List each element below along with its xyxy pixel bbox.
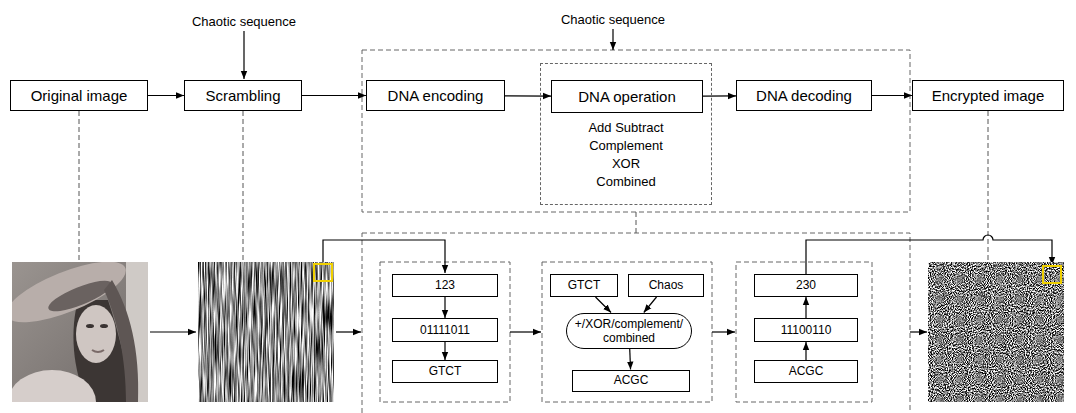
photo-mouth	[92, 350, 104, 352]
process-box: 123	[392, 274, 498, 297]
photo-eye	[86, 324, 94, 328]
operation-group: Add Subtract Complement XOR Combined DNA …	[540, 63, 712, 205]
flow-arrow	[712, 331, 735, 332]
flow-connector	[703, 95, 736, 96]
flow-connector	[644, 297, 657, 313]
flow-connector	[872, 95, 912, 96]
box-label: 123	[435, 278, 455, 292]
box-label: 01111011	[420, 323, 470, 337]
box-label: DNA operation	[578, 88, 676, 106]
operation-list: Add Subtract Complement XOR Combined	[584, 119, 668, 191]
process-box: Encrypted image	[912, 80, 1064, 111]
flow-arrow	[150, 331, 196, 332]
process-box: Scrambling	[184, 80, 302, 111]
process-box: 230	[754, 274, 858, 297]
box-label: GTCT	[568, 278, 601, 292]
flow-connector	[805, 342, 806, 360]
flow-connector	[444, 297, 445, 318]
flow-connector	[805, 297, 806, 318]
input-arrow	[243, 31, 244, 79]
correspondence-line	[636, 212, 637, 233]
input-arrow	[612, 29, 613, 50]
operation-pill: +/XOR/complement/ combined	[566, 313, 692, 349]
flow-arrow	[910, 331, 927, 332]
flow-connector	[444, 342, 445, 360]
box-label: DNA decoding	[756, 87, 852, 105]
encrypted-noise-image	[928, 262, 1064, 402]
flow-arrow	[336, 331, 361, 332]
box-label: Chaos	[649, 278, 684, 292]
box-label: GTCT	[429, 364, 462, 378]
photo-shoulder	[12, 370, 96, 402]
process-box: Original image	[10, 80, 148, 111]
group-frame	[362, 233, 910, 413]
box-label: Encrypted image	[932, 87, 1045, 105]
flow-connector	[629, 349, 631, 370]
box-label: 230	[796, 278, 816, 292]
process-box: 01111011	[392, 318, 498, 342]
process-box: DNA encoding	[366, 80, 505, 111]
photo-eye	[100, 324, 108, 328]
pixel-highlight	[314, 264, 332, 281]
group-frame	[362, 50, 910, 212]
pixel-highlight	[1043, 266, 1061, 283]
box-label: DNA encoding	[388, 87, 484, 105]
process-box: DNA decoding	[736, 80, 872, 111]
photo-feather	[104, 280, 138, 402]
process-box: ACGC	[754, 360, 858, 383]
input-label: Chaotic sequence	[561, 12, 665, 27]
box-label: ACGC	[789, 364, 824, 378]
process-box: GTCT	[550, 274, 618, 297]
process-box: DNA operation	[551, 80, 703, 113]
group-frame	[736, 262, 872, 402]
flow-connector	[505, 95, 551, 96]
group-frame	[542, 262, 712, 402]
box-label: +/XOR/complement/ combined	[573, 317, 685, 345]
flow-connector	[302, 95, 366, 96]
input-label: Chaotic sequence	[192, 14, 296, 29]
flow-connector	[148, 95, 184, 96]
scrambled-image	[198, 262, 334, 402]
flow-connector	[596, 297, 612, 313]
process-box: GTCT	[392, 360, 498, 383]
pixel-leader	[323, 240, 445, 273]
correspondence-line	[79, 111, 80, 262]
process-box: Chaos	[628, 274, 704, 297]
original-photo	[12, 262, 148, 402]
box-label: 11100110	[781, 323, 832, 337]
correspondence-line	[243, 111, 244, 262]
group-frame	[380, 262, 510, 402]
process-box: 11100110	[754, 318, 858, 342]
box-label: Original image	[31, 87, 128, 105]
box-label: Scrambling	[205, 87, 280, 105]
correspondence-line	[988, 111, 989, 262]
process-box: ACGC	[572, 370, 690, 392]
box-label: ACGC	[614, 373, 649, 387]
flow-arrow	[510, 331, 541, 332]
photo-face	[76, 305, 116, 363]
